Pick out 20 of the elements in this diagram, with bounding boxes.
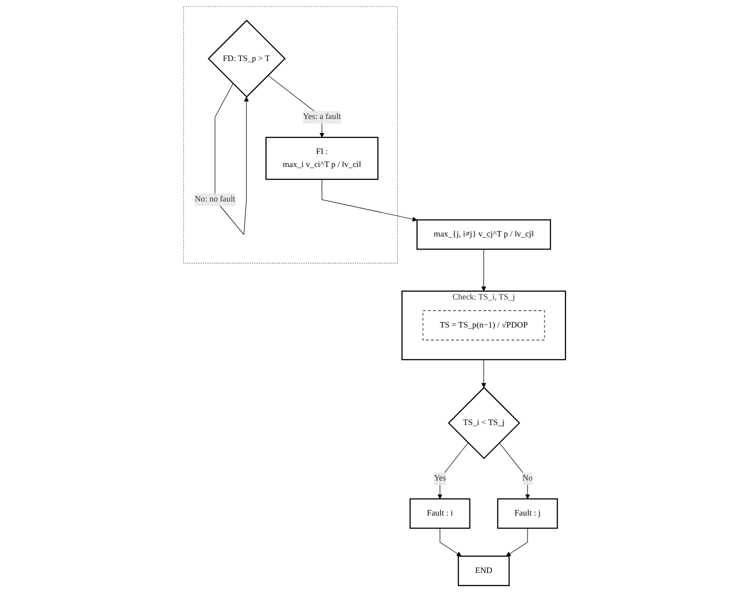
node-box: Fault : i	[410, 498, 470, 529]
arrow	[322, 179, 418, 222]
edge-label: No: no fault	[194, 194, 236, 204]
edge-label: No	[522, 474, 533, 483]
node-diamond: FD: TS_p > T	[208, 20, 286, 98]
arrow	[481, 359, 486, 388]
node-box: TS = TS_p(n−1) / √PDOP	[422, 310, 545, 340]
node-diamond: TS_i < TS_j	[448, 386, 520, 460]
edge-label: Yes: a fault	[303, 112, 341, 122]
arrow	[499, 442, 530, 500]
arrow	[437, 442, 468, 500]
node-box: max_{j, i≠j} v_cj^T p / ‖v_cj‖	[416, 219, 551, 250]
node-box: Fault : j	[497, 498, 558, 529]
arrow	[481, 248, 486, 292]
cluster	[183, 6, 398, 264]
arrow	[506, 528, 528, 556]
arrow	[440, 528, 462, 556]
edge-label: Yes	[434, 474, 446, 483]
node-box: FI : max_i v_ci^T p / ‖v_ci‖	[265, 136, 378, 180]
node-box: END	[458, 556, 510, 586]
